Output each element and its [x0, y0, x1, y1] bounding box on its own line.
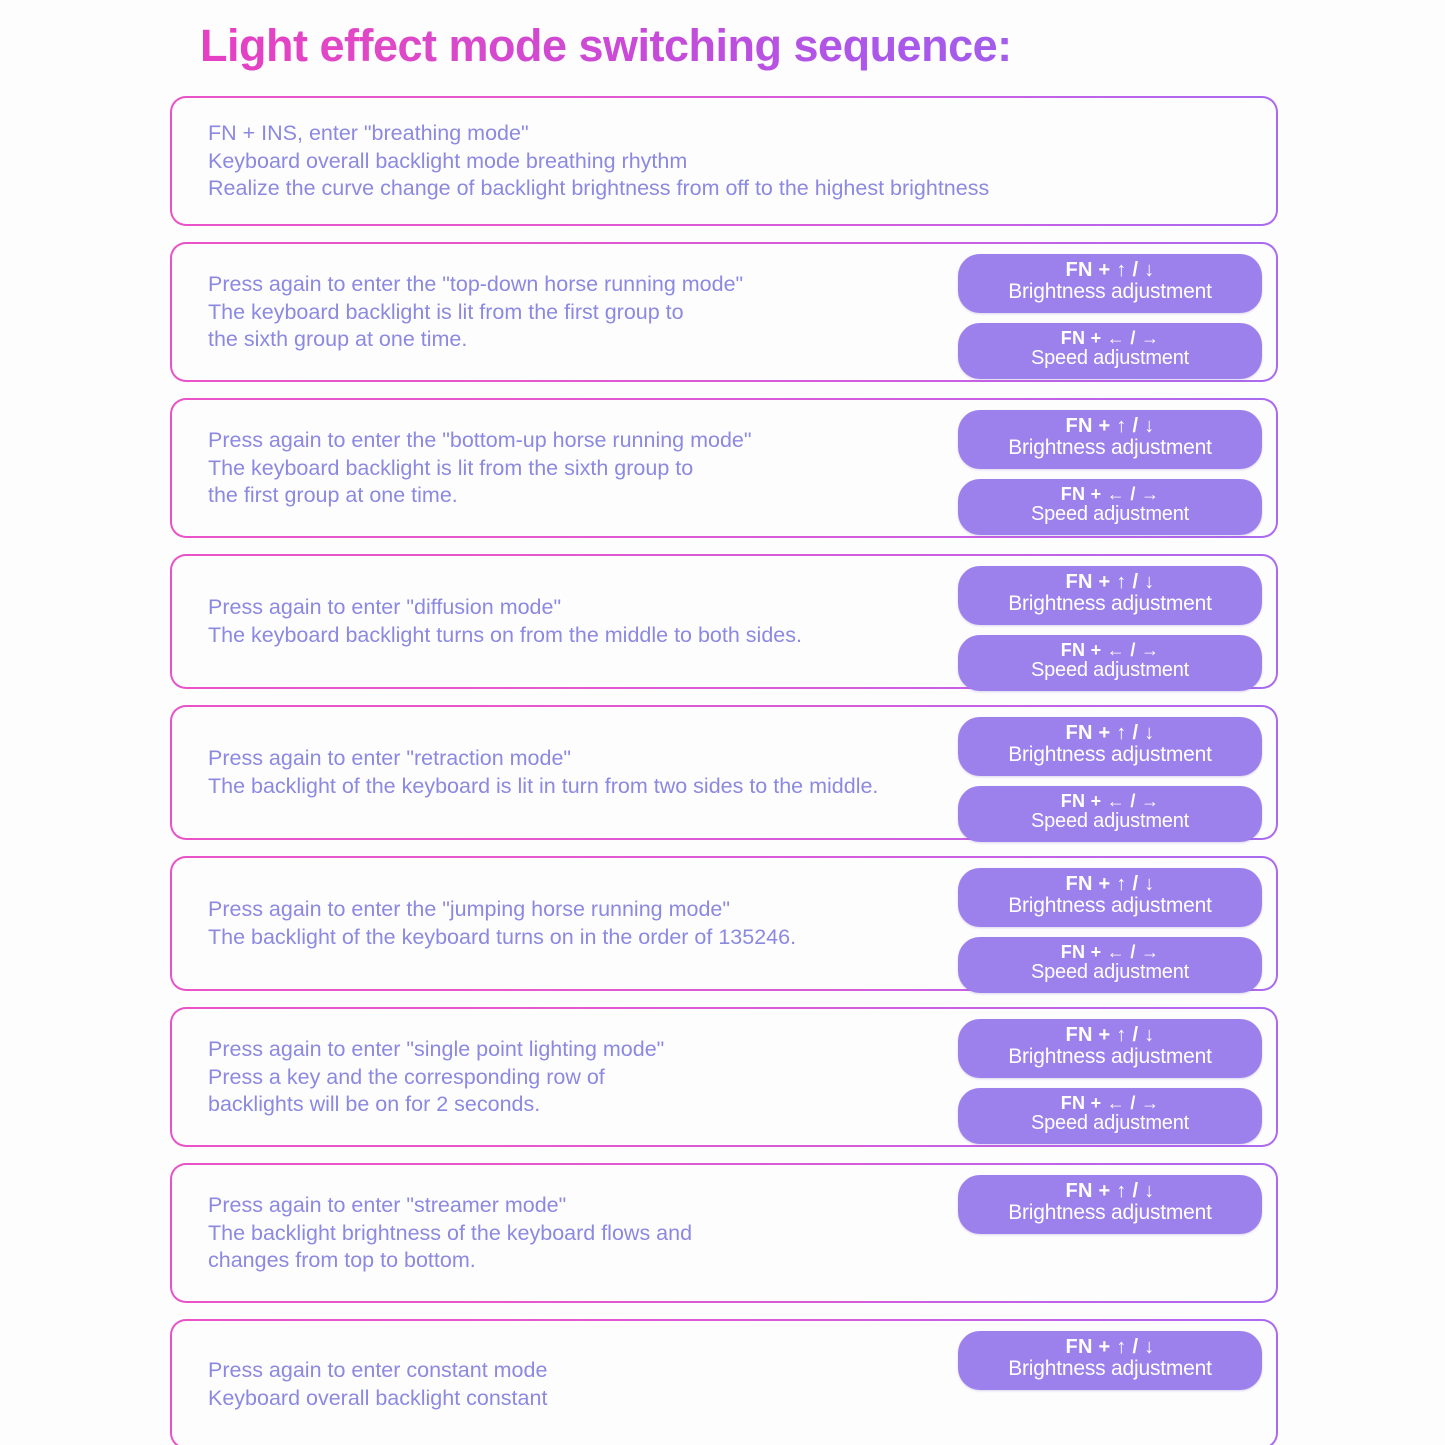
description-line: backlights will be on for 2 seconds.	[208, 1092, 541, 1117]
shortcut-badge-group: FN + ↑ / ↓ Brightness adjustment FN + ← …	[958, 858, 1276, 993]
mode-card-retraction: Press again to enter "retraction mode" T…	[170, 705, 1278, 842]
speed-shortcut-combo: FN + ← / →	[1060, 639, 1160, 660]
speed-shortcut-label: Speed adjustment	[1030, 347, 1190, 370]
mode-description: Press again to enter constant mode Keybo…	[172, 1321, 958, 1445]
speed-shortcut-label: Speed adjustment	[1030, 961, 1190, 984]
brightness-adjustment-badge[interactable]: FN + ↑ / ↓ Brightness adjustment	[958, 1331, 1262, 1390]
shortcut-badge-group: FN + ↑ / ↓ Brightness adjustment FN + ← …	[958, 707, 1276, 842]
mode-card-constant: Press again to enter constant mode Keybo…	[170, 1319, 1278, 1445]
description-line: Press again to enter "streamer mode"	[208, 1192, 567, 1217]
mode-card-breathing: FN + INS, enter "breathing mode" Keyboar…	[170, 96, 1278, 226]
brightness-shortcut-combo: FN + ↑ / ↓	[1065, 1024, 1155, 1046]
description-line: Realize the curve change of backlight br…	[208, 176, 990, 201]
speed-shortcut-label: Speed adjustment	[1030, 1112, 1190, 1135]
description-line: The backlight brightness of the keyboard…	[208, 1220, 693, 1245]
brightness-shortcut-combo: FN + ↑ / ↓	[1065, 415, 1155, 437]
description-line: Press again to enter "diffusion mode"	[208, 595, 562, 620]
description-line: Press again to enter the "top-down horse…	[208, 271, 744, 296]
mode-description: Press again to enter "single point light…	[172, 1009, 958, 1145]
description-line: The backlight of the keyboard is lit in …	[208, 774, 879, 798]
shortcut-badge-group: FN + ↑ / ↓ Brightness adjustment FN + ← …	[958, 400, 1276, 536]
brightness-adjustment-badge[interactable]: FN + ↑ / ↓ Brightness adjustment	[958, 410, 1262, 469]
mode-card-single-point-lighting: Press again to enter "single point light…	[170, 1007, 1278, 1147]
mode-card-streamer: Press again to enter "streamer mode" The…	[170, 1163, 1278, 1303]
brightness-shortcut-combo: FN + ↑ / ↓	[1065, 873, 1155, 895]
brightness-shortcut-label: Brightness adjustment	[1008, 1201, 1212, 1225]
brightness-adjustment-badge[interactable]: FN + ↑ / ↓ Brightness adjustment	[958, 254, 1262, 313]
brightness-shortcut-combo: FN + ↑ / ↓	[1065, 259, 1155, 281]
description-line: Press again to enter constant mode	[208, 1357, 548, 1382]
description-line: the sixth group at one time.	[208, 327, 468, 352]
speed-adjustment-badge[interactable]: FN + ← / → Speed adjustment	[958, 936, 1262, 993]
description-line: the first group at one time.	[208, 483, 458, 508]
brightness-adjustment-badge[interactable]: FN + ↑ / ↓ Brightness adjustment	[958, 717, 1262, 776]
mode-description: Press again to enter the "top-down horse…	[172, 244, 958, 380]
speed-shortcut-combo: FN + ← / →	[1060, 327, 1160, 348]
brightness-shortcut-label: Brightness adjustment	[1008, 894, 1212, 918]
brightness-shortcut-combo: FN + ↑ / ↓	[1065, 1180, 1155, 1202]
mode-description: Press again to enter the "jumping horse …	[172, 858, 958, 989]
speed-adjustment-badge[interactable]: FN + ← / → Speed adjustment	[958, 478, 1262, 535]
description-line: changes from top to bottom.	[208, 1248, 476, 1273]
mode-description: Press again to enter "retraction mode" T…	[172, 707, 958, 838]
speed-shortcut-label: Speed adjustment	[1030, 503, 1190, 526]
speed-adjustment-badge[interactable]: FN + ← / → Speed adjustment	[958, 322, 1262, 379]
description-line: Press again to enter the "jumping horse …	[208, 897, 731, 922]
mode-description: Press again to enter "diffusion mode" Th…	[172, 556, 958, 687]
shortcut-badge-group: FN + ↑ / ↓ Brightness adjustment FN + ← …	[958, 1009, 1276, 1145]
mode-card-jumping-horse-running: Press again to enter the "jumping horse …	[170, 856, 1278, 993]
description-line: The keyboard backlight is lit from the f…	[208, 299, 684, 324]
mode-description: Press again to enter the "bottom-up hors…	[172, 400, 958, 536]
description-line: The keyboard backlight is lit from the s…	[208, 455, 694, 480]
brightness-shortcut-combo: FN + ↑ / ↓	[1065, 1336, 1155, 1358]
description-line: Press again to enter the "bottom-up hors…	[208, 427, 752, 452]
speed-shortcut-combo: FN + ← / →	[1060, 1092, 1160, 1113]
brightness-shortcut-combo: FN + ↑ / ↓	[1065, 571, 1155, 593]
brightness-shortcut-label: Brightness adjustment	[1008, 592, 1212, 616]
mode-card-bottom-up-horse-running: Press again to enter the "bottom-up hors…	[170, 398, 1278, 538]
mode-description: FN + INS, enter "breathing mode" Keyboar…	[172, 98, 1276, 224]
speed-adjustment-badge[interactable]: FN + ← / → Speed adjustment	[958, 1087, 1262, 1144]
mode-description: Press again to enter "streamer mode" The…	[172, 1165, 958, 1301]
shortcut-badge-group: FN + ↑ / ↓ Brightness adjustment FN + ← …	[958, 244, 1276, 380]
brightness-shortcut-label: Brightness adjustment	[1008, 280, 1212, 304]
brightness-shortcut-label: Brightness adjustment	[1008, 743, 1212, 767]
speed-shortcut-combo: FN + ← / →	[1060, 941, 1160, 962]
speed-shortcut-label: Speed adjustment	[1030, 659, 1190, 682]
description-line: Press again to enter "retraction mode"	[208, 746, 572, 771]
description-line: Press again to enter "single point light…	[208, 1036, 665, 1061]
page-title: Light effect mode switching sequence:	[200, 20, 1012, 71]
mode-card-stack: FN + INS, enter "breathing mode" Keyboar…	[170, 96, 1278, 1445]
description-line: FN + INS, enter "breathing mode"	[208, 120, 529, 145]
description-line: Keyboard overall backlight constant	[208, 1385, 548, 1410]
shortcut-badge-group: FN + ↑ / ↓ Brightness adjustment FN + ← …	[958, 556, 1276, 691]
shortcut-badge-group: FN + ↑ / ↓ Brightness adjustment	[958, 1165, 1276, 1301]
description-line: The backlight of the keyboard turns on i…	[208, 925, 797, 949]
speed-adjustment-badge[interactable]: FN + ← / → Speed adjustment	[958, 785, 1262, 842]
mode-card-top-down-horse-running: Press again to enter the "top-down horse…	[170, 242, 1278, 382]
brightness-adjustment-badge[interactable]: FN + ↑ / ↓ Brightness adjustment	[958, 566, 1262, 625]
brightness-shortcut-label: Brightness adjustment	[1008, 1357, 1212, 1381]
brightness-adjustment-badge[interactable]: FN + ↑ / ↓ Brightness adjustment	[958, 868, 1262, 927]
speed-adjustment-badge[interactable]: FN + ← / → Speed adjustment	[958, 634, 1262, 691]
description-line: Press a key and the corresponding row of	[208, 1064, 605, 1089]
brightness-shortcut-label: Brightness adjustment	[1008, 436, 1212, 460]
speed-shortcut-combo: FN + ← / →	[1060, 483, 1160, 504]
description-line: The keyboard backlight turns on from the…	[208, 623, 802, 647]
speed-shortcut-label: Speed adjustment	[1030, 810, 1190, 833]
mode-card-diffusion: Press again to enter "diffusion mode" Th…	[170, 554, 1278, 691]
brightness-shortcut-label: Brightness adjustment	[1008, 1045, 1212, 1069]
shortcut-badge-group: FN + ↑ / ↓ Brightness adjustment	[958, 1321, 1276, 1445]
speed-shortcut-combo: FN + ← / →	[1060, 790, 1160, 811]
brightness-adjustment-badge[interactable]: FN + ↑ / ↓ Brightness adjustment	[958, 1019, 1262, 1078]
brightness-adjustment-badge[interactable]: FN + ↑ / ↓ Brightness adjustment	[958, 1175, 1262, 1234]
description-line: Keyboard overall backlight mode breathin…	[208, 148, 688, 173]
brightness-shortcut-combo: FN + ↑ / ↓	[1065, 722, 1155, 744]
